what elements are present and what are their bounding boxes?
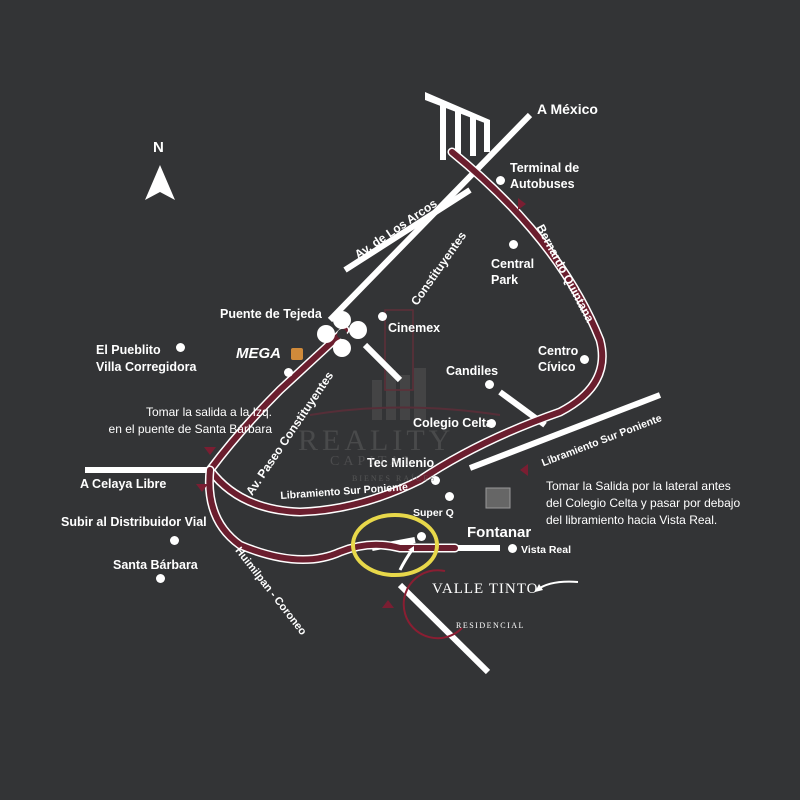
pointer-arrow-icon [536, 580, 579, 591]
poi-dot [431, 476, 440, 485]
road-label-mexico: A México [537, 101, 598, 117]
poi-santa-barbara: Santa Bárbara [113, 558, 198, 572]
poi-dot [508, 544, 517, 553]
arrow-icon [196, 484, 208, 492]
poi-candiles: Candiles [446, 364, 499, 378]
valle-tinto-logo-icon [402, 569, 463, 640]
road-cinemex-spur [362, 342, 403, 383]
poi-dot [176, 343, 185, 352]
watermark-logo [309, 309, 501, 420]
poi-dot [580, 355, 589, 364]
poi-dot [445, 492, 454, 501]
aqueduct-icon [425, 92, 490, 160]
brand-subtitle: RESIDENCIAL [456, 621, 525, 630]
poi-dot [417, 532, 426, 541]
route-arrow-icon [398, 549, 414, 571]
watermark-line3: BIENES RAÍCES [352, 474, 437, 483]
watermark-line1: REALITY [298, 424, 455, 457]
direction-arrows [196, 198, 528, 608]
interchange-icon [317, 311, 367, 357]
arrow-icon [520, 464, 528, 476]
poi-vista-real: Vista Real [521, 544, 572, 556]
road-av-arcos [343, 187, 472, 273]
poi-terminal: Terminal de Autobuses [510, 161, 580, 191]
maroon-roads [204, 147, 607, 564]
arrow-icon [518, 198, 526, 210]
direction-note-right: Tomar la Salida por la lateral antes del… [546, 479, 741, 527]
fontanar-logo-icon [485, 487, 511, 509]
poi-dot [509, 240, 518, 249]
poi-mega: MEGA [236, 345, 281, 362]
poi-super-q: Super Q [413, 507, 454, 519]
arrow-icon [382, 600, 394, 608]
brand-name: VALLE TINTO [432, 581, 539, 597]
poi-central-park: Central Park [491, 257, 535, 287]
poi-dot [485, 380, 494, 389]
poi-pueblito: El Pueblito Villa Corregidora [96, 343, 197, 374]
direction-note-left: Tomar la salida a la Izq. en el puente d… [108, 405, 272, 436]
poi-dot [487, 419, 496, 428]
poi-dot [378, 312, 387, 321]
arrow-icon [204, 447, 216, 455]
poi-dot [284, 368, 293, 377]
north-arrow-icon [145, 165, 175, 200]
road-libramiento-sur [468, 392, 662, 471]
north-label: N [153, 139, 164, 156]
poi-dot [496, 176, 505, 185]
mega-logo-icon [291, 348, 303, 360]
poi-fontanar: Fontanar [467, 524, 532, 541]
destination-highlight-circle [351, 513, 439, 577]
watermark-line2: CAPITAL [330, 454, 416, 469]
poi-dot [156, 574, 165, 583]
poi-colegio-celta: Colegio Celta [413, 416, 493, 430]
poi-cinemex: Cinemex [388, 321, 441, 335]
poi-dot [170, 536, 179, 545]
road-sur-valle [397, 582, 491, 675]
poi-tec-milenio: Tec Milenio [367, 456, 435, 470]
poi-puente-tejeda: Puente de Tejeda [220, 307, 322, 321]
road-label-celaya: A Celaya Libre [80, 477, 167, 491]
poi-subir-distribuidor: Subir al Distribuidor Vial [61, 515, 207, 529]
road-constituyentes [327, 112, 533, 323]
poi-centro-civico: Centro Cívico [538, 344, 579, 374]
